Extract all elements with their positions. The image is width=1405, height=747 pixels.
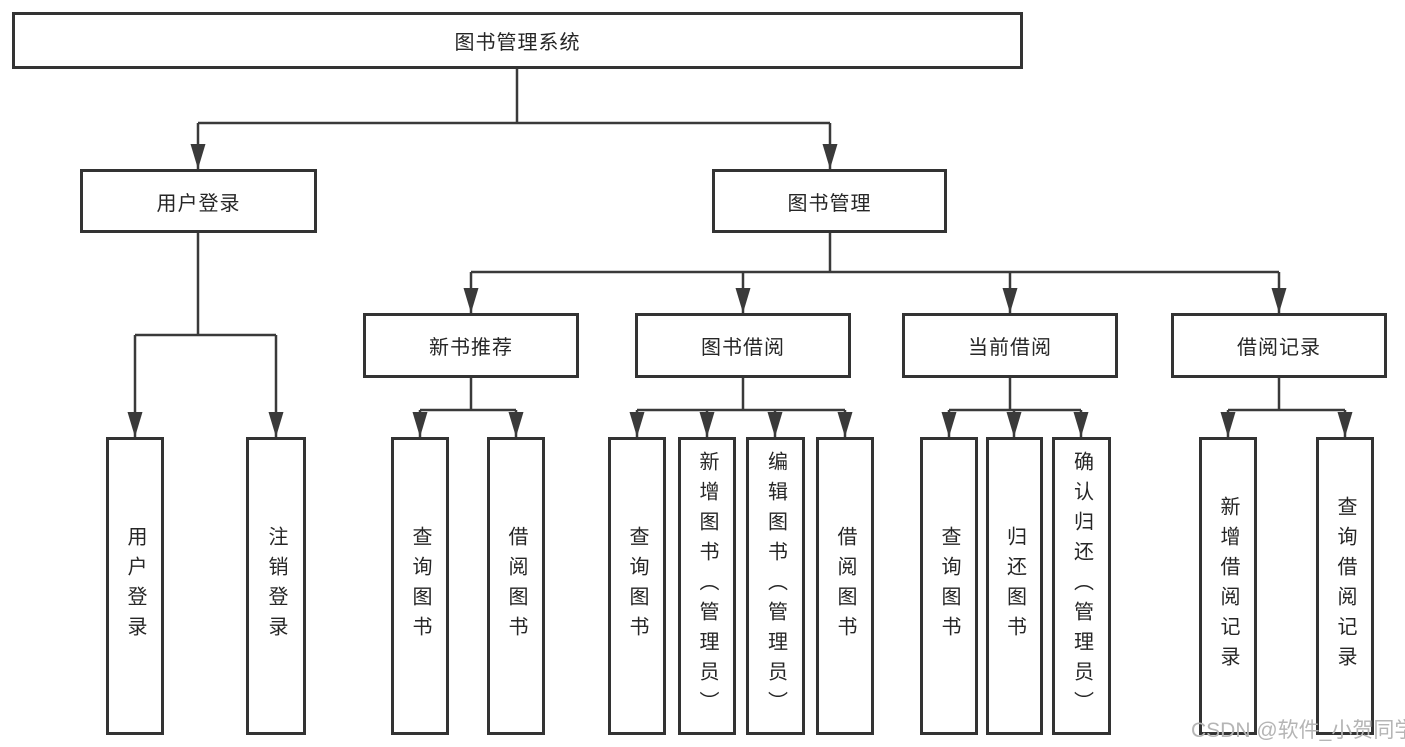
node-library-system-root: 图书管理系统: [12, 12, 1023, 69]
leaf-current-query-books: 查询图书: [920, 437, 978, 735]
leaf-logout: 注销登录: [246, 437, 306, 735]
node-book-borrowing: 图书借阅: [635, 313, 851, 378]
node-label: 归还图书: [1003, 526, 1026, 646]
node-label: 查询图书: [409, 526, 431, 646]
node-label: 借阅记录: [1237, 337, 1321, 359]
node-label: 用户登录: [156, 192, 241, 215]
leaf-recommend-borrow-books: 借阅图书: [487, 437, 545, 735]
node-label: 新增图书（管理员）: [696, 451, 718, 721]
node-user-login: 用户登录: [80, 169, 317, 233]
leaf-borrowing-borrow-books: 借阅图书: [816, 437, 874, 735]
node-new-book-recommend: 新书推荐: [363, 313, 579, 378]
node-book-management: 图书管理: [712, 169, 947, 233]
leaf-recommend-query-books: 查询图书: [391, 437, 449, 735]
node-label: 新增借阅记录: [1217, 496, 1239, 676]
node-label: 借阅图书: [505, 526, 527, 646]
node-borrowing-records: 借阅记录: [1171, 313, 1387, 378]
leaf-user-login: 用户登录: [106, 437, 164, 735]
leaf-current-confirm-return-admin: 确认归还（管理员）: [1052, 437, 1111, 735]
node-label: 查询图书: [626, 526, 648, 646]
leaf-records-query-record: 查询借阅记录: [1316, 437, 1374, 735]
leaf-borrowing-add-books-admin: 新增图书（管理员）: [678, 437, 736, 735]
node-current-borrowing: 当前借阅: [902, 313, 1118, 378]
node-label: 借阅图书: [834, 526, 856, 646]
node-label: 图书借阅: [701, 337, 785, 359]
node-label: 编辑图书（管理员）: [764, 451, 787, 721]
node-label: 新书推荐: [429, 337, 513, 359]
leaf-records-add-record: 新增借阅记录: [1199, 437, 1257, 735]
node-label: 图书管理系统: [454, 32, 581, 54]
node-label: 当前借阅: [968, 337, 1052, 359]
node-label: 注销登录: [265, 526, 287, 646]
node-label: 查询图书: [938, 526, 960, 646]
leaf-current-return-books: 归还图书: [986, 437, 1043, 735]
csdn-watermark: CSDN @软件_小贺同学: [1191, 719, 1405, 742]
node-label: 确认归还（管理员）: [1070, 451, 1093, 721]
leaf-borrowing-edit-books-admin: 编辑图书（管理员）: [746, 437, 805, 735]
node-label: 图书管理: [787, 192, 872, 215]
leaf-borrowing-query-books: 查询图书: [608, 437, 666, 735]
node-label: 用户登录: [124, 526, 146, 646]
node-label: 查询借阅记录: [1334, 496, 1356, 676]
